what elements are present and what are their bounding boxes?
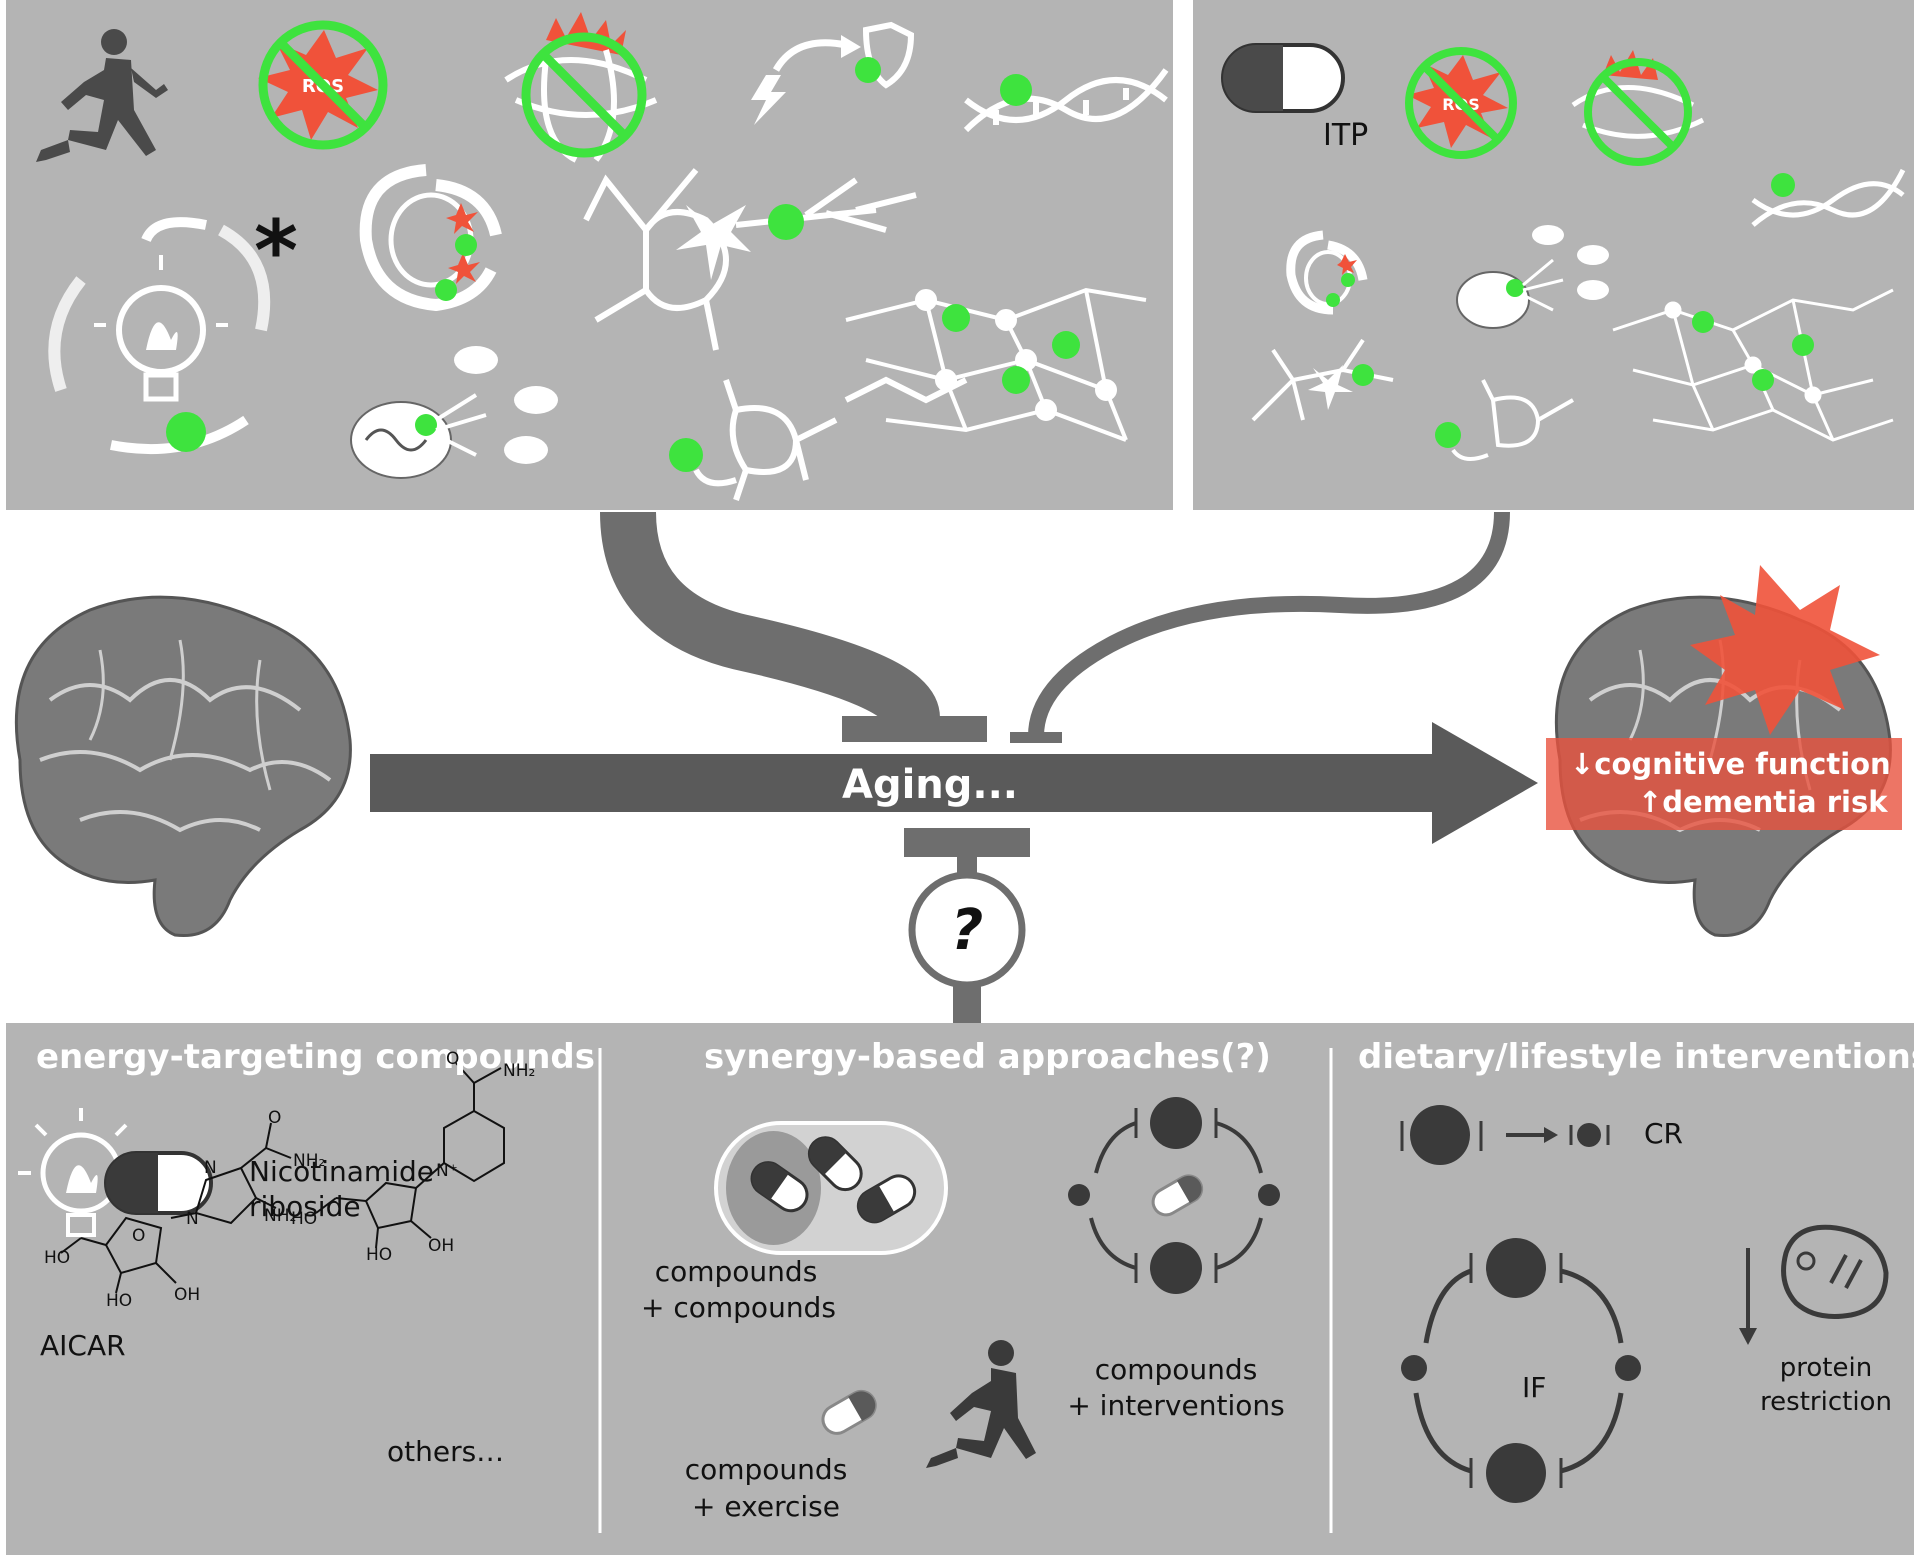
dna-icon [1751,168,1906,227]
neural-network-icon [1612,288,1894,442]
nicotinamide-riboside-structure [315,1062,505,1249]
compounds-interventions-line1: compounds [1094,1353,1258,1386]
aicar-hydroxyl-1: HO [44,1248,71,1268]
nr-hydroxyl-1: HO [291,1209,318,1229]
itp-panel: ITP ROS [1193,0,1914,510]
capsule-of-capsules-icon [714,1121,948,1255]
nr-hydroxyl-3: OH [428,1236,455,1256]
nr-hydroxyl-2: HO [366,1245,393,1265]
no-ros-icon: ROS [258,20,388,150]
compounds-compounds-line2: + compounds [641,1291,836,1324]
aging-arrow-head [1432,722,1538,844]
aicar-label: AICAR [40,1329,126,1362]
aicar-hydroxyl-2: HO [106,1291,133,1311]
no-inflammation-icon [504,12,658,163]
compounds-interventions-line2: + interventions [1067,1389,1285,1422]
aicar-carbonyl-o: O [268,1108,282,1128]
aicar-ring-o: O [132,1226,146,1246]
nr-amide-nh2: NH₂ [503,1061,536,1081]
mitophagy-icon [1286,230,1368,315]
others-label: others… [387,1435,505,1468]
exercise-panel: ROS * [6,0,1173,510]
nicotinamide-label: Nicotinamide [249,1155,434,1188]
aicar-amide-nh2: NH₂ [293,1151,326,1171]
interventions-panel: energy-targeting compounds synergy-based… [6,1023,1920,1555]
aicar-hydroxyl-3: OH [174,1285,201,1305]
itp-label: ITP [1323,118,1368,153]
lightbulb-capsule-icon [18,1108,213,1237]
compounds-compounds-line1: compounds [654,1255,818,1288]
mitophagy-icon [359,164,502,312]
compounds-exercise-line1: compounds [684,1453,848,1486]
neuron-icon [1251,338,1394,422]
stress-protection-icon [751,21,915,125]
mitochondrial-biogenesis-icon [350,346,558,479]
if-label: IF [1522,1371,1547,1404]
aging-label: Aging... [842,762,1018,808]
unknown-inhibition-bar [904,828,1030,857]
protein-label: protein [1779,1353,1873,1383]
protein-restriction-icon [1739,1224,1889,1345]
runner-with-capsule-icon [821,1340,1036,1468]
healthy-brain-icon [14,595,352,938]
restriction-label: restriction [1760,1387,1892,1417]
outcome-cognitive-function: ↓cognitive function [1570,747,1891,781]
exercise-inhibition-line [600,511,940,725]
itp-inhibition-bar [1010,732,1062,743]
aicar-ring-n2: N [186,1209,199,1229]
mitochondrial-biogenesis-icon [1456,225,1609,329]
damage-starburst-icon [1690,565,1880,735]
no-ros-icon: ROS [1405,47,1517,159]
calorie-restriction-icon [1400,1105,1610,1165]
dna-icon [963,68,1169,133]
itp-panel-illustrations: ITP ROS [1221,43,1906,461]
capsule-icon [1221,43,1345,113]
neuron-icon [583,168,917,351]
unknown-lower-stem [953,985,981,1025]
neurogenesis-icon [669,376,968,501]
aicar-amino-nh2: NH₂ [264,1206,297,1226]
nr-pyridinium-n: N⁺ [436,1161,458,1181]
neural-network-icon [845,287,1147,442]
exercise-panel-illustrations: ROS * [36,12,1169,501]
no-inflammation-icon [1571,50,1705,166]
itp-inhibition-line [1028,511,1510,737]
exercise-inhibition-bar [842,716,987,742]
energy-section-header: energy-targeting compounds [36,1037,595,1077]
nr-carbonyl-o: O [446,1049,460,1069]
intermittent-fasting-icon [1401,1238,1641,1503]
neurogenesis-icon [1435,379,1574,461]
energy-lightbulb-icon [48,217,271,455]
aicar-structure [60,1122,292,1294]
unknown-symbol: ? [950,898,984,963]
aicar-ring-n1: N [204,1158,217,1178]
outcome-dementia-risk: ↑dementia risk [1638,785,1888,819]
dietary-section-header: dietary/lifestyle interventions [1358,1037,1920,1077]
synergy-section-header: synergy-based approaches(?) [704,1037,1271,1077]
unknown-inhibition-stem [957,857,977,877]
riboside-label: riboside [249,1190,361,1223]
cr-label: CR [1644,1117,1684,1150]
runner-icon [36,29,168,162]
meal-cycle-with-capsule-icon [1068,1097,1280,1294]
compounds-exercise-line2: + exercise [692,1490,840,1523]
interventions-illustrations [18,1048,1889,1533]
